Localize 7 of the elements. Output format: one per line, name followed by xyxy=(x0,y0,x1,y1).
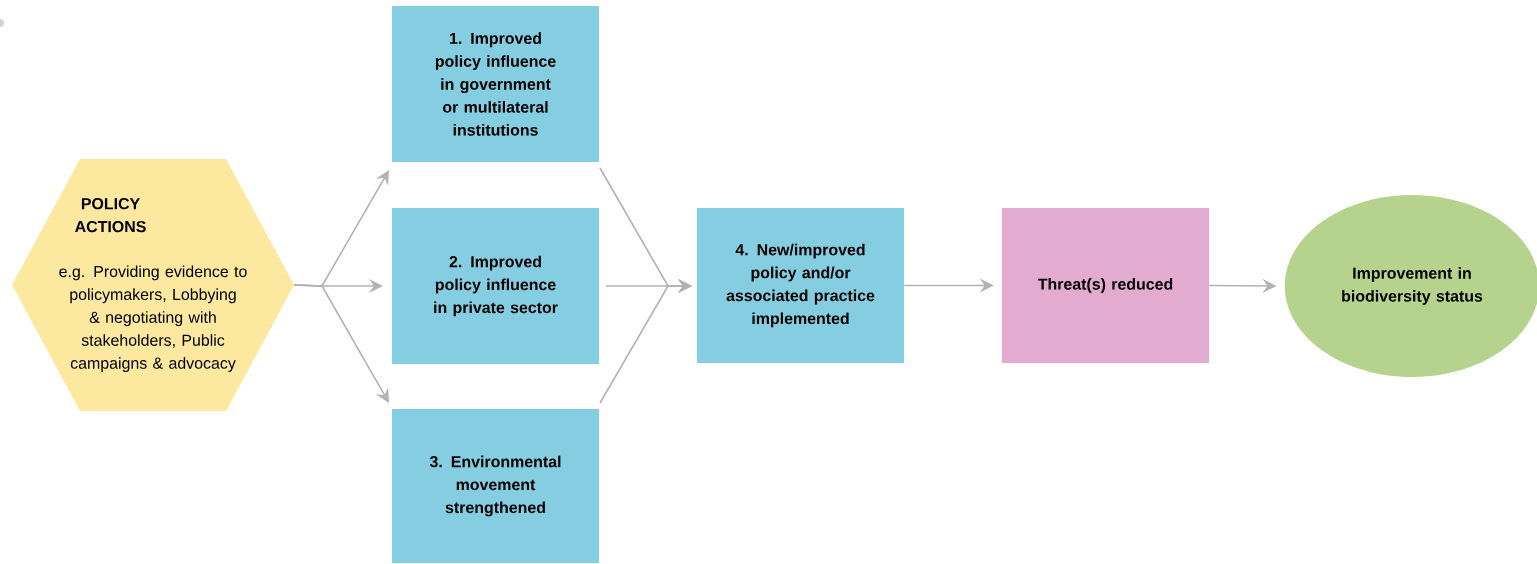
arrow xyxy=(293,284,389,403)
process-box: 2. Improved policy influence in private sector xyxy=(392,208,599,364)
process-box: 4. New/improved policy and/or associated practice implemented xyxy=(697,208,904,363)
hexagon: POLICY ACTIONS e.g. Providing evidence to policymakers, Lobbying & negotiating with stakeholders, Public campaigns & advocacy xyxy=(12,159,294,411)
process-box: Threat(s) reduced xyxy=(1002,208,1209,363)
process-box: 3. Environmental movement strengthened xyxy=(392,409,599,563)
process-box: 1. Improved policy influence in government or multilateral institutions xyxy=(392,6,599,162)
